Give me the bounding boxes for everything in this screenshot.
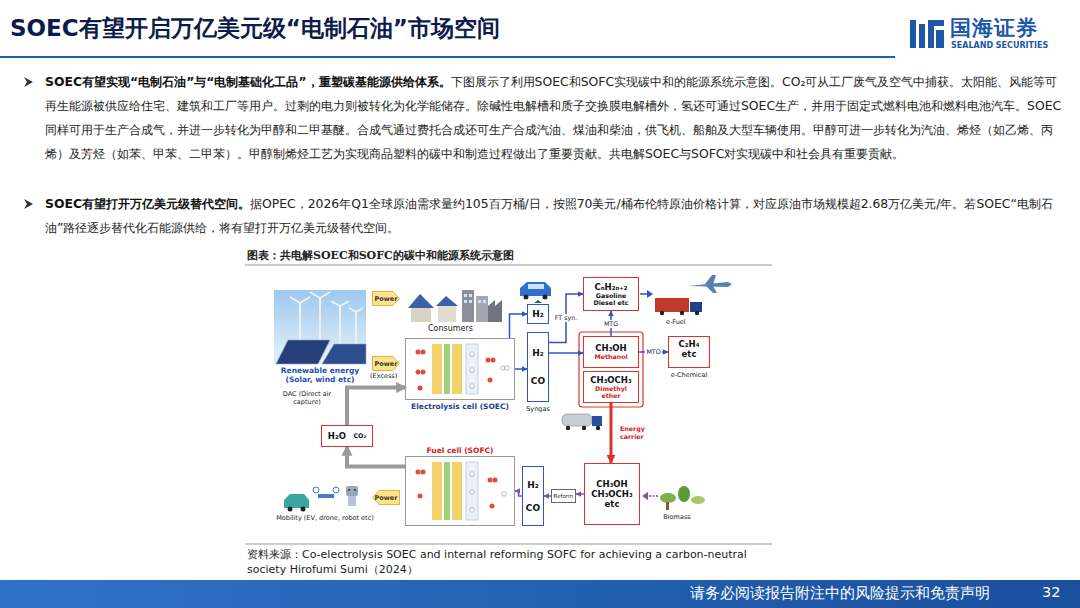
picture-label: e-Chemical (660, 371, 718, 379)
node-text: Reform (554, 493, 574, 499)
node-text: Electrolysis cell (SOEC) (411, 402, 509, 411)
picture-label: Renewable energy (Solar, wind etc) (273, 366, 367, 384)
reform-box: Reform (551, 489, 576, 503)
caption-rule (245, 265, 772, 266)
header-rule (0, 56, 895, 58)
page-number: 32 (1042, 584, 1072, 600)
power-arrow: Power (372, 356, 400, 371)
node-text: CO (531, 375, 545, 387)
slide-title: SOEC有望开启万亿美元级“电制石油”市场空间 (10, 13, 500, 44)
footer-bar (0, 580, 1080, 608)
figure-caption: 图表：共电解SOEC和SOFC的碳中和能源系统示意图 (247, 248, 514, 263)
exhaust-box: H₂O CO₂ (321, 425, 373, 447)
dme-box: CH₃OCH₃Dimethyl ether (583, 371, 639, 403)
footer-disclaimer: 请务必阅读报告附注中的风险提示和免责声明 (690, 584, 1030, 603)
node-text: H₂O (328, 431, 346, 441)
picture-label: DAC (Direct air capture) (270, 390, 344, 406)
node-text: CH₃OH CH₃OCH₃ etc (587, 479, 637, 509)
product-box: H₂ (527, 304, 549, 324)
flow-arrow (515, 491, 522, 496)
edge-label: MTG (603, 320, 619, 328)
fuel-box: CₙH₂ₙ₊₂Gasoline Diesel etc (583, 277, 639, 311)
syngas-box: H₂ CO (522, 466, 544, 526)
picture-label: Biomass (650, 513, 704, 521)
edge-label: Energy carrier (619, 425, 655, 441)
bullet-lead: SOEC有望打开万亿美元级替代空间。 (45, 196, 250, 211)
flow-arrow (549, 294, 583, 343)
source-rule (245, 544, 772, 545)
flow-arrow (347, 447, 405, 467)
picture-label: Syngas (519, 405, 557, 413)
edge-label: MTO (645, 348, 661, 356)
mobility-picture (284, 486, 358, 512)
bullet-arrow (24, 77, 33, 209)
source-note: 资料来源：Co-electrolysis SOEC and internal r… (247, 547, 773, 577)
soec-cell-picture (416, 344, 510, 394)
flow-arrow (544, 495, 551, 497)
flow-arrow (510, 314, 528, 338)
methanol-box: CH₃OHMethanol (583, 336, 639, 368)
node-text: H₂ (527, 479, 538, 491)
edge-label: FT syn. (554, 314, 578, 322)
node-text: H₂ (532, 308, 543, 320)
carrier-box: CH₃OH CH₃OCH₃ etc (584, 463, 640, 525)
node-text: Fuel cell (SOFC) (427, 446, 494, 455)
fuel-arrow (640, 290, 653, 298)
bullet-paragraph: SOEC有望实现“电制石油”与“电制基础化工品”，重塑碳基能源供给体系。下图展示… (45, 70, 1063, 166)
flow-arrow (610, 403, 613, 463)
power-arrow: Power (372, 291, 400, 306)
fuel-cell: Fuel cell (SOFC) (405, 456, 515, 526)
node-text: Power (375, 360, 398, 368)
node-text: Power (375, 295, 398, 303)
truck-picture (655, 298, 702, 315)
methanol-group-outline (579, 332, 643, 407)
bullet-lead: SOEC有望实现“电制石油”与“电制基础化工品”，重塑碳基能源供给体系。 (45, 74, 451, 89)
tanker-picture (562, 414, 602, 430)
bullet-paragraph: SOEC有望打开万亿美元级替代空间。据OPEC，2026年Q1全球原油需求量约1… (45, 192, 1063, 240)
picture-label: e-Fuel (666, 318, 706, 326)
node-text: CH₃OCH₃ (590, 375, 631, 385)
power-arrow: Power (372, 490, 400, 505)
picture-label: Mobility (EV, drone, robot etc) (276, 514, 374, 522)
plane-picture (688, 275, 732, 293)
node-text: Gasoline Diesel etc (586, 292, 636, 307)
logo-icon (910, 20, 944, 48)
node-text: Dimethyl ether (586, 385, 636, 400)
picture-label: Consumers (428, 324, 498, 333)
logo-text: 国海证券 (950, 14, 1070, 42)
node-text: Methanol (594, 353, 627, 361)
flow-arrow (515, 368, 527, 370)
electrolysis-cell: Electrolysis cell (SOEC) (405, 338, 515, 400)
flow-arrow (549, 352, 583, 354)
node-text: H₂ (532, 347, 543, 359)
renewable-picture (274, 290, 366, 364)
node-text: Power (375, 494, 398, 502)
sofc-cell-picture (416, 462, 507, 520)
picture-label: (Excess) (370, 372, 406, 380)
chemical-box: C₂H₄ etc (668, 336, 710, 368)
consumers-picture (408, 290, 502, 322)
flow-arrow (576, 493, 584, 495)
node-text: CO (526, 502, 540, 514)
car-picture (520, 282, 551, 303)
flow-arrow (347, 388, 405, 425)
node-text: CO₂ (353, 432, 366, 440)
biomass-picture (642, 486, 705, 510)
node-text: CH₃OH (595, 343, 626, 353)
node-text: C₂H₄ etc (671, 339, 707, 359)
syngas-box: H₂ CO (527, 332, 549, 402)
logo-subtext: SEALAND SECURITIES (951, 41, 1071, 50)
node-text: CₙH₂ₙ₊₂ (594, 282, 627, 292)
